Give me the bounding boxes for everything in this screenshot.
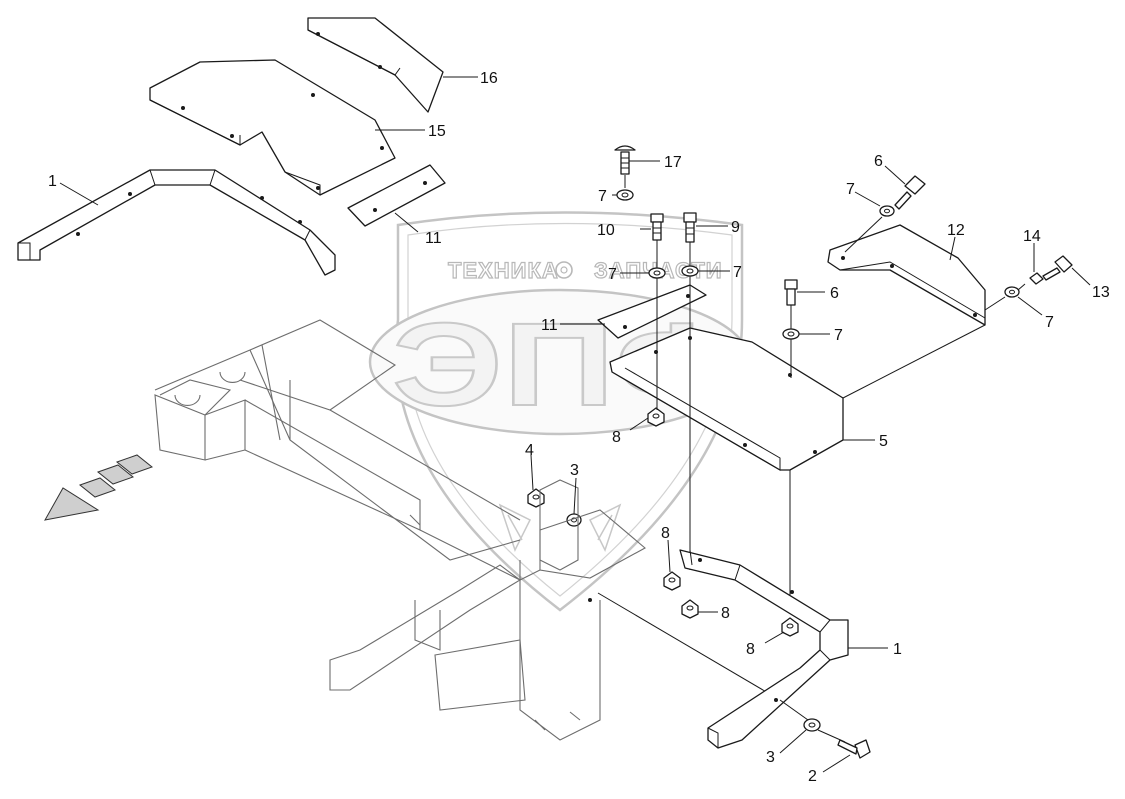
callout-8-c: 8 xyxy=(721,605,730,622)
part-15-cover xyxy=(149,59,396,196)
part-11-plate-middle xyxy=(597,284,707,339)
callout-7-e: 7 xyxy=(1045,314,1054,331)
part-11-plate-upper xyxy=(347,164,446,227)
part-16-guard xyxy=(307,17,444,113)
part-7-washer-b xyxy=(648,267,666,279)
callout-13: 13 xyxy=(1092,284,1110,301)
part-8-nut-c xyxy=(681,599,699,619)
part-2-bolt xyxy=(837,739,871,759)
callout-9: 9 xyxy=(731,219,740,236)
callout-5: 5 xyxy=(879,433,888,450)
part-14-nut xyxy=(1029,272,1044,285)
part-8-nut-d xyxy=(781,617,799,637)
callout-11-middle: 11 xyxy=(541,317,558,334)
part-8-nut-b xyxy=(663,571,681,591)
callout-4: 4 xyxy=(525,442,534,459)
callout-8-a: 8 xyxy=(612,429,621,446)
callout-10: 10 xyxy=(597,222,615,239)
callout-7-a: 7 xyxy=(598,188,607,205)
callout-7-c: 7 xyxy=(733,264,742,281)
callout-8-b: 8 xyxy=(661,525,670,542)
callout-6-b: 6 xyxy=(830,285,839,302)
part-3-washer-b xyxy=(803,718,821,732)
callout-17: 17 xyxy=(664,154,682,171)
mount-bracket xyxy=(539,479,646,602)
part-4-nut xyxy=(527,488,545,508)
part-9-bolt xyxy=(683,212,697,243)
part-7-washer-f xyxy=(782,328,800,340)
gear-icon xyxy=(555,261,573,279)
direction-arrow-icon xyxy=(44,454,154,521)
callout-7-b: 7 xyxy=(608,266,617,283)
part-1-bracket-lower xyxy=(679,549,849,749)
part-13-bolt xyxy=(1042,255,1073,281)
callout-16: 16 xyxy=(480,70,498,87)
callout-leaders xyxy=(59,76,1091,773)
wheat-emblem xyxy=(498,503,622,552)
callout-12: 12 xyxy=(947,222,965,239)
part-10-bolt xyxy=(650,213,664,241)
part-7-washer-e xyxy=(1004,286,1020,298)
part-6-bolt-a xyxy=(894,175,926,210)
callout-15: 15 xyxy=(428,123,446,140)
part-17-bolt xyxy=(614,145,636,175)
part-7-washer-d xyxy=(879,205,895,217)
callout-7-d: 7 xyxy=(846,181,855,198)
part-7-washer-c xyxy=(681,265,699,277)
part-6-bolt-b xyxy=(784,279,798,306)
callout-8-d: 8 xyxy=(746,641,755,658)
watermark-brand-left: ТЕХНИКА xyxy=(448,258,559,283)
callout-labels: 1 16 15 11 17 7 10 9 7 7 11 6 7 12 14 13… xyxy=(48,70,1110,785)
callout-1-upper: 1 xyxy=(48,173,57,190)
part-1-bracket-upper xyxy=(17,169,336,276)
callout-3-upper: 3 xyxy=(570,462,579,479)
part-8-nut-a xyxy=(647,407,665,427)
callout-2: 2 xyxy=(808,768,817,785)
callout-3-lower: 3 xyxy=(766,749,775,766)
callout-7-f: 7 xyxy=(834,327,843,344)
tractor-frame xyxy=(154,319,601,741)
callout-14: 14 xyxy=(1023,228,1041,245)
part-12-guard xyxy=(827,224,986,326)
callout-6-a: 6 xyxy=(874,153,883,170)
callout-11-upper: 11 xyxy=(425,230,442,247)
callout-1-lower: 1 xyxy=(893,641,902,658)
part-7-washer-a xyxy=(616,189,634,201)
